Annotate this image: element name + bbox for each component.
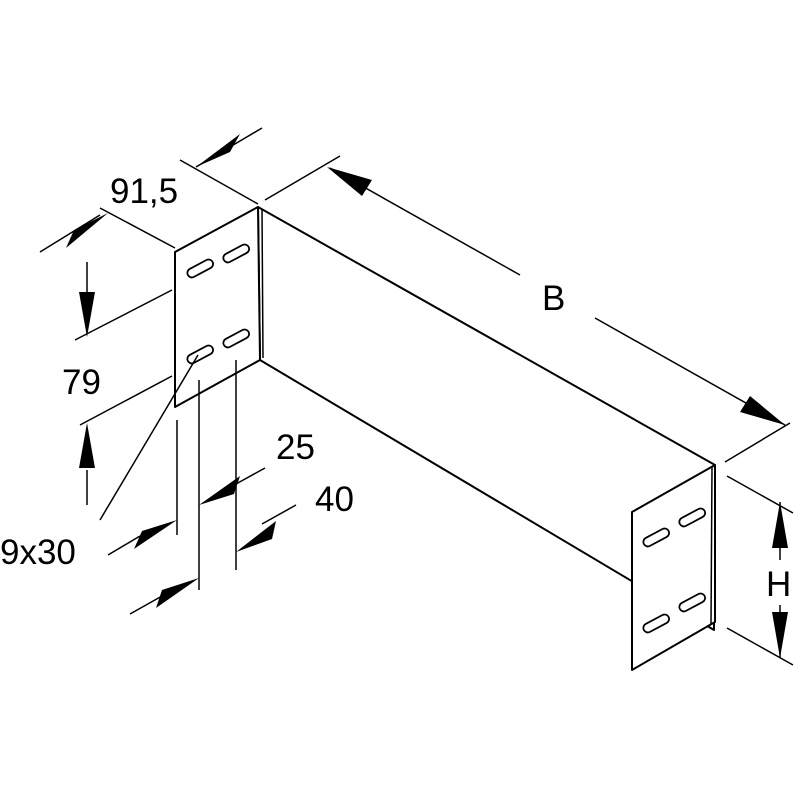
arrow-head [740, 396, 785, 425]
dim-width [264, 155, 791, 463]
slot [678, 592, 707, 613]
arrow-head [134, 520, 177, 549]
slot [222, 328, 251, 349]
arrow-head [66, 213, 108, 248]
dim-height [726, 475, 794, 666]
dim-depth [39, 127, 263, 253]
right-flange-slots [642, 507, 707, 634]
slot [186, 258, 215, 279]
arrow-head [156, 578, 199, 608]
label-width: B [542, 279, 565, 318]
label-slot-size: 9x30 [0, 533, 76, 572]
arrow-head [79, 423, 95, 468]
slot [222, 243, 251, 264]
dim-flange-height [74, 262, 173, 505]
dim-slot-spacing [107, 360, 297, 615]
arrow-head [772, 612, 788, 658]
arrow-head [236, 521, 276, 552]
arrow-head [327, 167, 372, 196]
label-spacing-small: 25 [276, 428, 315, 467]
arrow-head [199, 476, 240, 505]
arrow-head [196, 134, 240, 167]
slot [186, 344, 215, 365]
left-flange-slots [186, 243, 251, 365]
left-flange [174, 206, 261, 408]
arrow-head [79, 292, 95, 337]
left-fold-line [261, 209, 264, 359]
right-fold-line [710, 466, 713, 626]
label-height: H [766, 565, 791, 604]
label-flange-height: 79 [62, 363, 101, 402]
slot [642, 613, 671, 634]
dim-slot-size [99, 354, 199, 521]
label-depth: 91,5 [110, 172, 178, 211]
arrow-head [772, 502, 788, 548]
label-spacing-large: 40 [315, 480, 354, 519]
slot [678, 507, 707, 528]
slot [642, 527, 671, 548]
